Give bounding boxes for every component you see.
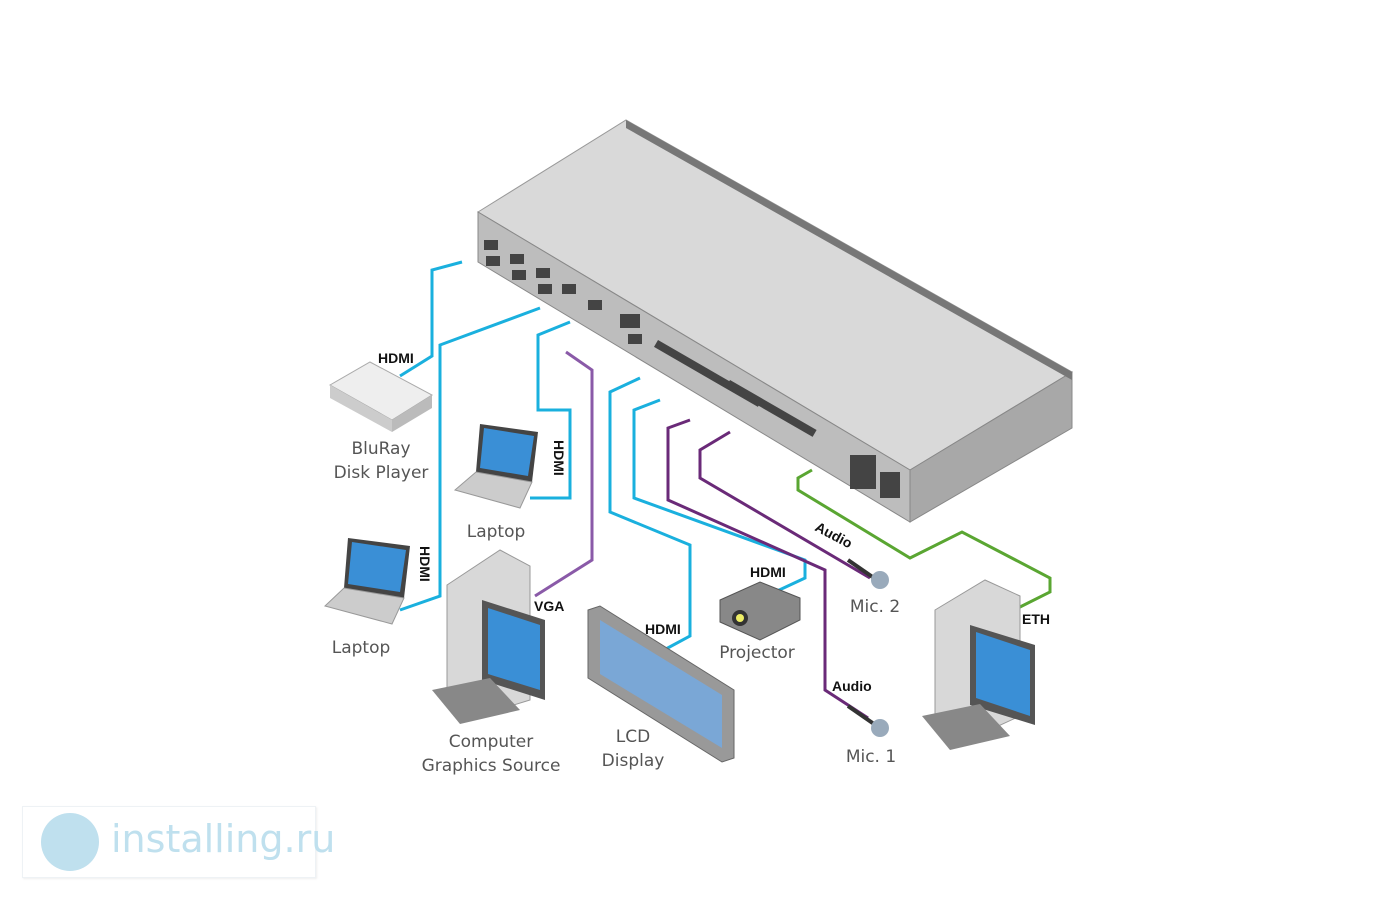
cable-hdmi-projector xyxy=(632,398,807,594)
cable-hdmi-laptop1 xyxy=(399,306,541,612)
bluray-player-icon xyxy=(328,361,433,432)
microphone-icon xyxy=(846,558,889,589)
computer-label: Graphics Source xyxy=(422,756,561,776)
projector-label: Projector xyxy=(719,643,795,663)
bluray-label: BluRay xyxy=(351,439,410,459)
lcd-label: LCD xyxy=(616,727,650,747)
watermark: installing.ru xyxy=(22,806,335,878)
laptop-icon xyxy=(453,424,538,509)
mic1-label: Mic. 1 xyxy=(846,747,896,767)
microphone-icon xyxy=(846,704,889,737)
watermark-logo-icon xyxy=(41,813,99,871)
vga-label: VGA xyxy=(534,598,564,614)
eth-label: ETH xyxy=(1022,611,1050,627)
computer-icon xyxy=(922,579,1035,750)
computer-label: Computer xyxy=(449,732,534,752)
computer-icon xyxy=(432,549,545,724)
cable-hdmi-bluray xyxy=(399,260,463,378)
lcd-display-icon xyxy=(587,605,735,763)
switcher-device xyxy=(477,119,1073,523)
laptop-label: Laptop xyxy=(467,522,526,542)
mic2-label: Mic. 2 xyxy=(850,597,900,617)
laptop-label: Laptop xyxy=(332,638,391,658)
projector-icon xyxy=(719,581,801,641)
cable-eth xyxy=(796,468,1052,610)
hdmi-label: HDMI xyxy=(551,440,567,476)
cable-hdmi-laptop2 xyxy=(530,320,572,500)
hdmi-label: HDMI xyxy=(417,546,433,582)
cable-vga xyxy=(534,350,594,598)
hdmi-label: HDMI xyxy=(378,350,414,366)
hdmi-label: HDMI xyxy=(750,564,786,580)
laptop-icon xyxy=(324,538,410,625)
cable-hdmi-lcd xyxy=(608,376,692,652)
cable-audio-mic1 xyxy=(666,418,869,720)
audio-label: Audio xyxy=(832,678,872,694)
cable-audio-mic2 xyxy=(698,430,871,580)
watermark-text: installing.ru xyxy=(111,817,336,861)
bluray-label: Disk Player xyxy=(334,463,429,483)
lcd-label: Display xyxy=(602,751,665,771)
hdmi-label: HDMI xyxy=(645,621,681,637)
